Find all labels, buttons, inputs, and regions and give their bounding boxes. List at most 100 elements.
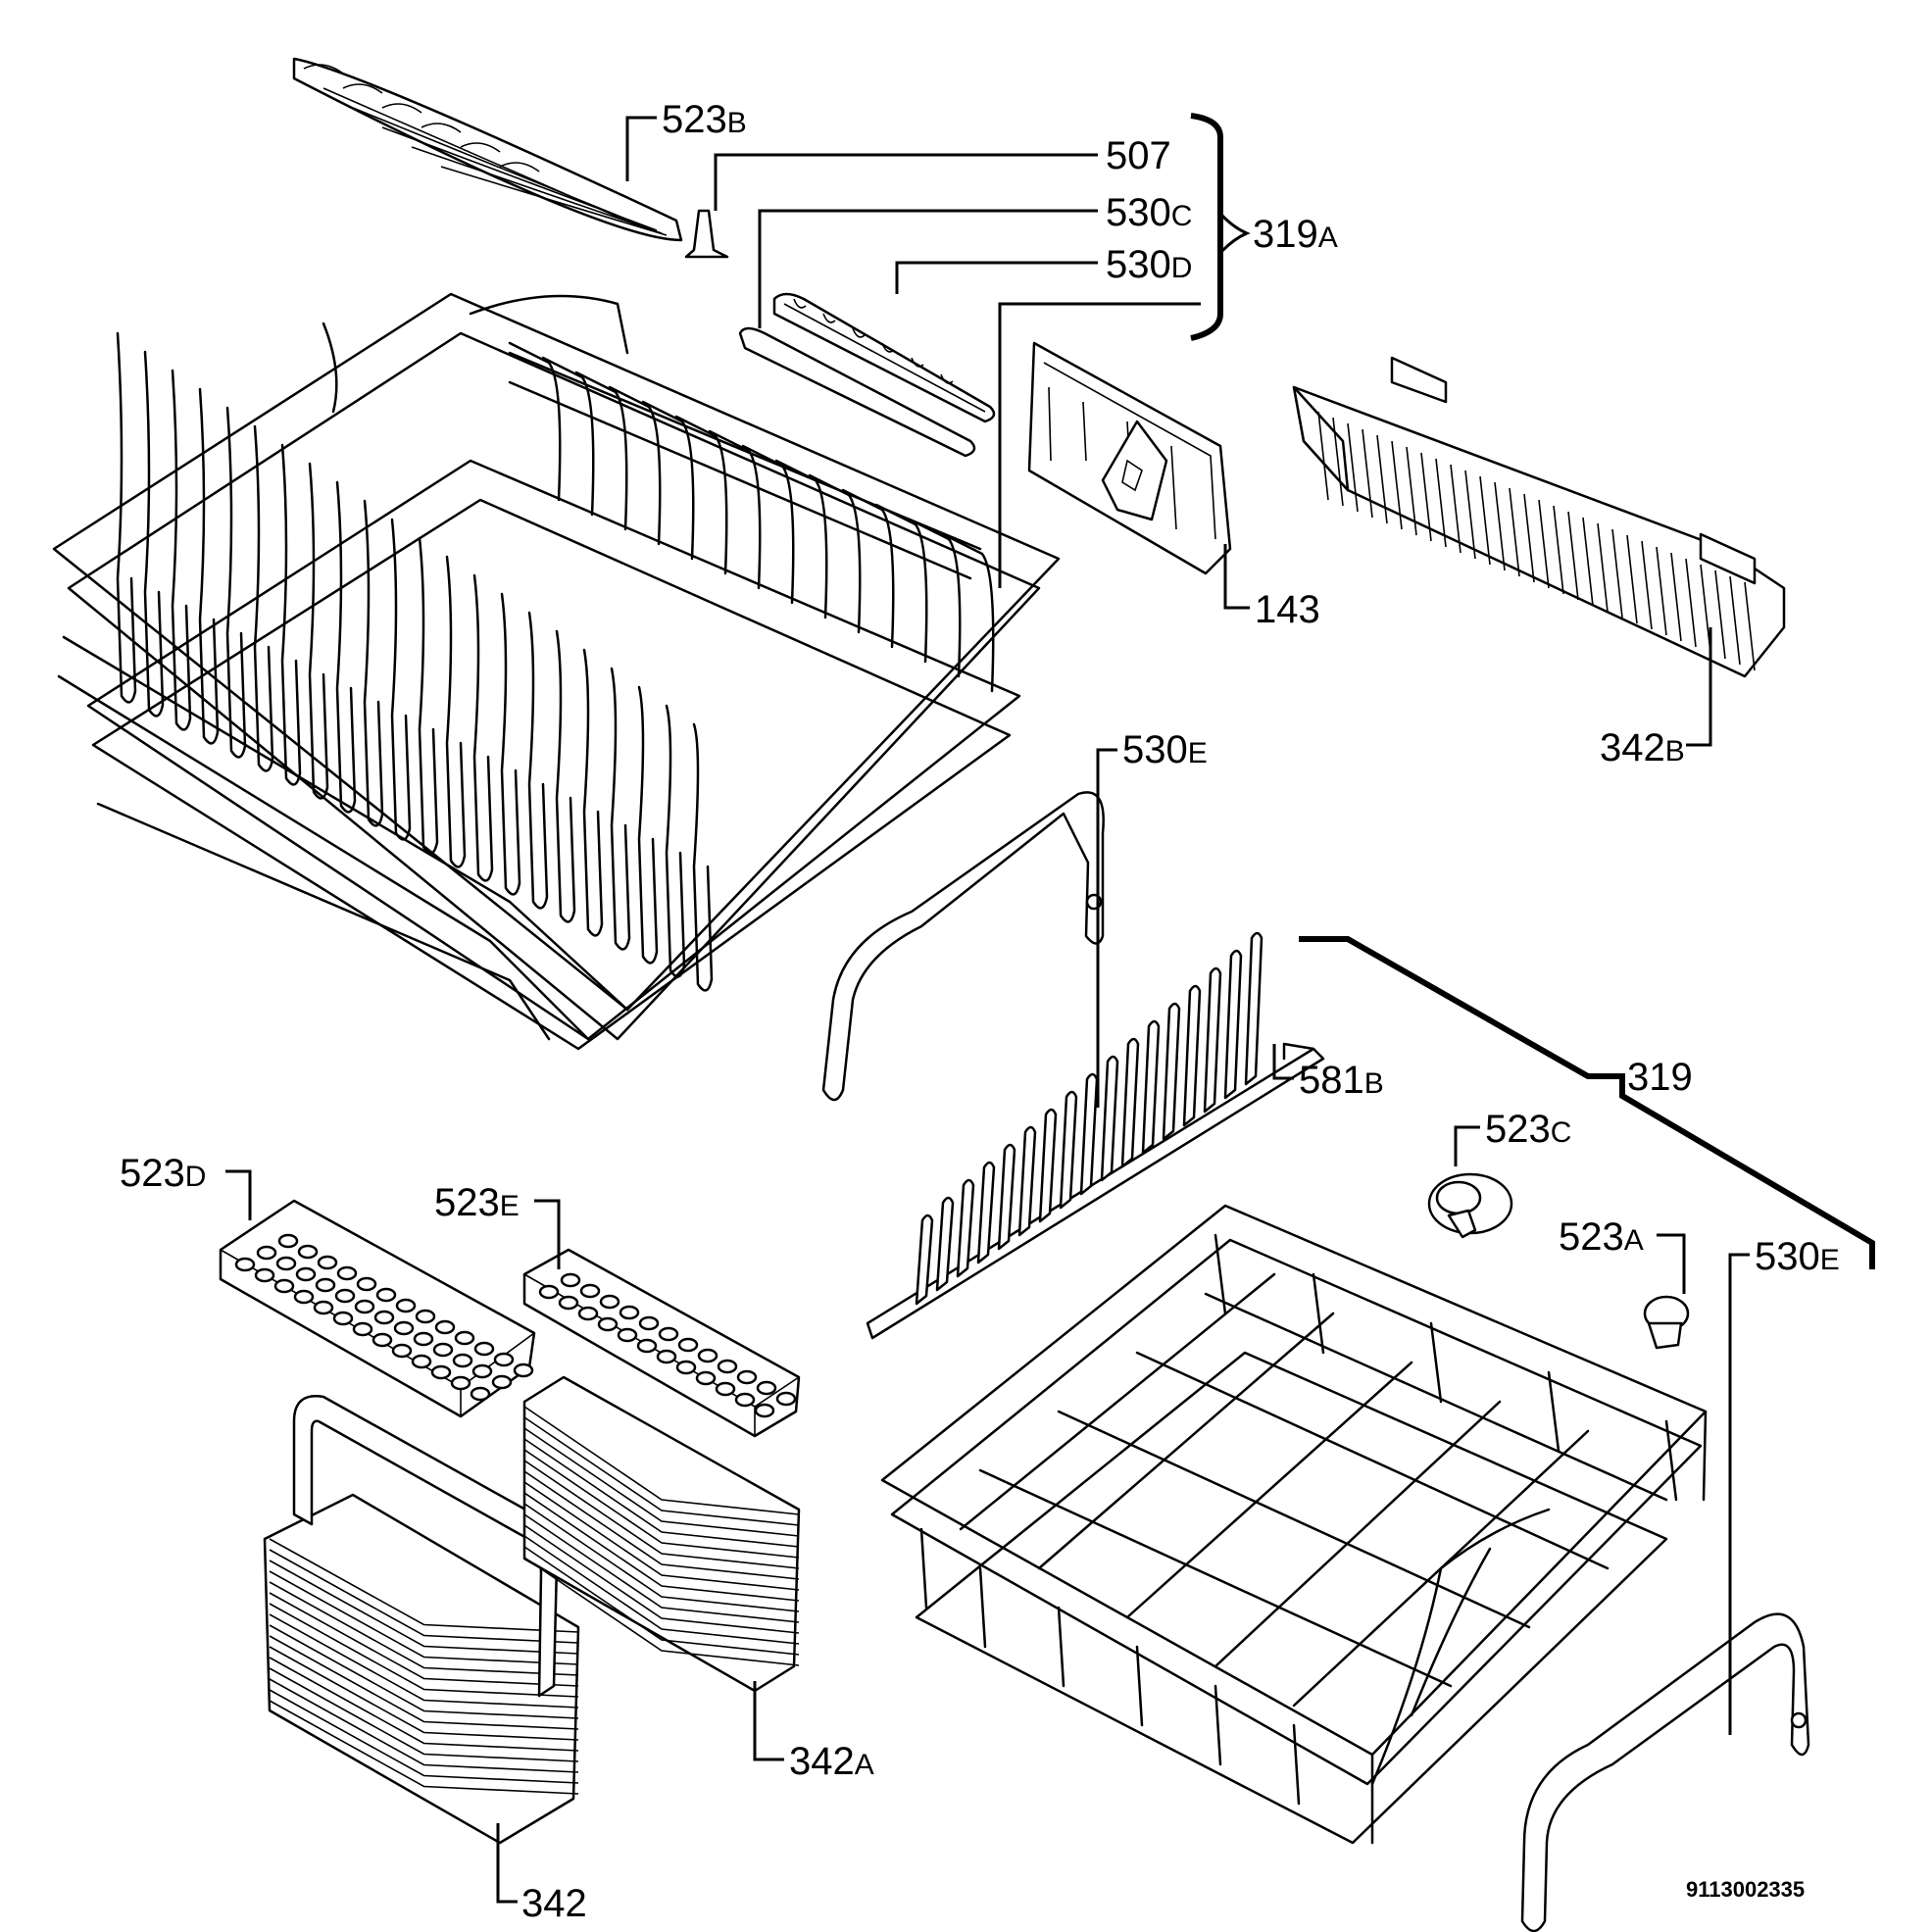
- tray-hole: [558, 1295, 579, 1311]
- tray-hole: [473, 1341, 495, 1357]
- basket-342b-bars: [1317, 411, 1756, 671]
- tray-hole: [754, 1403, 775, 1418]
- tray-hole: [234, 1257, 256, 1272]
- basket-bar: [1641, 540, 1653, 630]
- tray-hole: [619, 1305, 640, 1320]
- upper-basket-tine: [198, 387, 220, 745]
- tray-hole: [579, 1283, 601, 1299]
- tray-hole: [354, 1299, 375, 1314]
- tray-hole: [454, 1330, 475, 1346]
- basket-bar: [1347, 422, 1359, 513]
- comb-tine: [1120, 1037, 1140, 1168]
- tray-523d: [219, 1199, 536, 1418]
- comb-tine: [1100, 1055, 1119, 1182]
- upper-basket-tine: [225, 406, 247, 759]
- basket-ring: [269, 1646, 579, 1741]
- tray-hole: [315, 1277, 336, 1293]
- tray-hole: [715, 1381, 736, 1397]
- tray-hole: [336, 1265, 358, 1281]
- upper-basket-tine: [280, 443, 302, 786]
- tray-hole: [471, 1363, 493, 1379]
- upper-basket-tine: [610, 667, 631, 951]
- basket-bar: [1523, 493, 1535, 583]
- upper-basket-tine: [308, 462, 329, 800]
- basket-bar: [1435, 458, 1447, 548]
- basket-bar: [1611, 528, 1623, 619]
- basket-bar: [1685, 558, 1697, 648]
- tray-hole: [254, 1267, 275, 1283]
- tray-hole: [372, 1332, 393, 1348]
- bracket-143: [1027, 341, 1232, 575]
- tray-hole: [411, 1354, 432, 1369]
- upper-basket-tines: [116, 331, 995, 992]
- label-523d: 523D: [120, 1152, 206, 1195]
- basket-ring: [523, 1427, 800, 1537]
- tray-hole: [332, 1311, 354, 1326]
- basket-bar: [1670, 552, 1682, 642]
- tray-hole: [334, 1288, 356, 1304]
- upper-basket-tine: [582, 648, 604, 937]
- wheel-523a: [1643, 1295, 1690, 1350]
- tray-hole: [717, 1359, 738, 1374]
- basket-bar: [1332, 417, 1344, 507]
- upper-basket-tine: [555, 629, 576, 923]
- basket-ring: [269, 1624, 579, 1719]
- tray-hole: [675, 1360, 697, 1375]
- basket-ring: [269, 1667, 579, 1762]
- basket-ring: [523, 1460, 800, 1569]
- tray-hole: [432, 1342, 454, 1358]
- comb-tine: [1059, 1090, 1078, 1210]
- tray-hole: [560, 1272, 581, 1288]
- tray-hole: [434, 1319, 456, 1335]
- basket-ring: [269, 1538, 579, 1633]
- lower-basket: [880, 1204, 1708, 1845]
- comb-tine: [956, 1178, 975, 1278]
- tray-hole: [373, 1310, 395, 1325]
- label-507: 507: [1106, 134, 1171, 177]
- basket-ring: [523, 1535, 800, 1645]
- upper-basket-tine: [390, 518, 412, 841]
- tray-hole: [415, 1309, 436, 1324]
- basket-342a: [522, 1375, 801, 1693]
- basket-bar: [1317, 411, 1329, 501]
- upper-basket-tine: [335, 480, 357, 814]
- basket-ring: [523, 1438, 800, 1548]
- upper-basket-tine: [500, 592, 521, 896]
- tray-hole: [597, 1316, 619, 1332]
- basket-bar: [1744, 581, 1756, 671]
- tray-hole: [695, 1370, 717, 1386]
- tray-hole: [356, 1276, 377, 1292]
- tray-hole: [577, 1306, 599, 1321]
- tray-hole: [775, 1391, 797, 1407]
- comb-tine: [1182, 984, 1202, 1127]
- basket-ring: [523, 1524, 800, 1634]
- comb-tine: [1038, 1108, 1058, 1223]
- basket-ring: [523, 1481, 800, 1591]
- tray-hole: [638, 1315, 660, 1331]
- upper-basket-tine: [116, 331, 137, 704]
- tray-hole: [452, 1353, 473, 1368]
- basket-342-rings: [269, 1538, 579, 1795]
- basket-bar: [1700, 564, 1711, 654]
- upper-basket-tine: [253, 424, 274, 772]
- basket-bar: [1553, 505, 1564, 595]
- upper-basket-tine: [445, 555, 467, 868]
- leader-lines: [225, 113, 1875, 1904]
- basket-ring: [269, 1689, 579, 1784]
- basket-ring: [523, 1503, 800, 1612]
- label-523a: 523A: [1559, 1215, 1644, 1259]
- basket-342a-rings: [523, 1406, 800, 1666]
- upper-basket-tine: [363, 499, 384, 827]
- tray-hole: [470, 1386, 491, 1402]
- strip-530d: [772, 292, 996, 423]
- basket-bar: [1714, 570, 1726, 660]
- tray-hole: [636, 1338, 658, 1354]
- basket-bar: [1567, 511, 1579, 601]
- tray-hole: [493, 1352, 515, 1367]
- basket-ring: [269, 1603, 579, 1698]
- label-342a: 342A: [789, 1740, 874, 1783]
- upper-basket-tine: [874, 503, 928, 664]
- basket-ring: [523, 1406, 800, 1515]
- tray-hole: [413, 1331, 434, 1347]
